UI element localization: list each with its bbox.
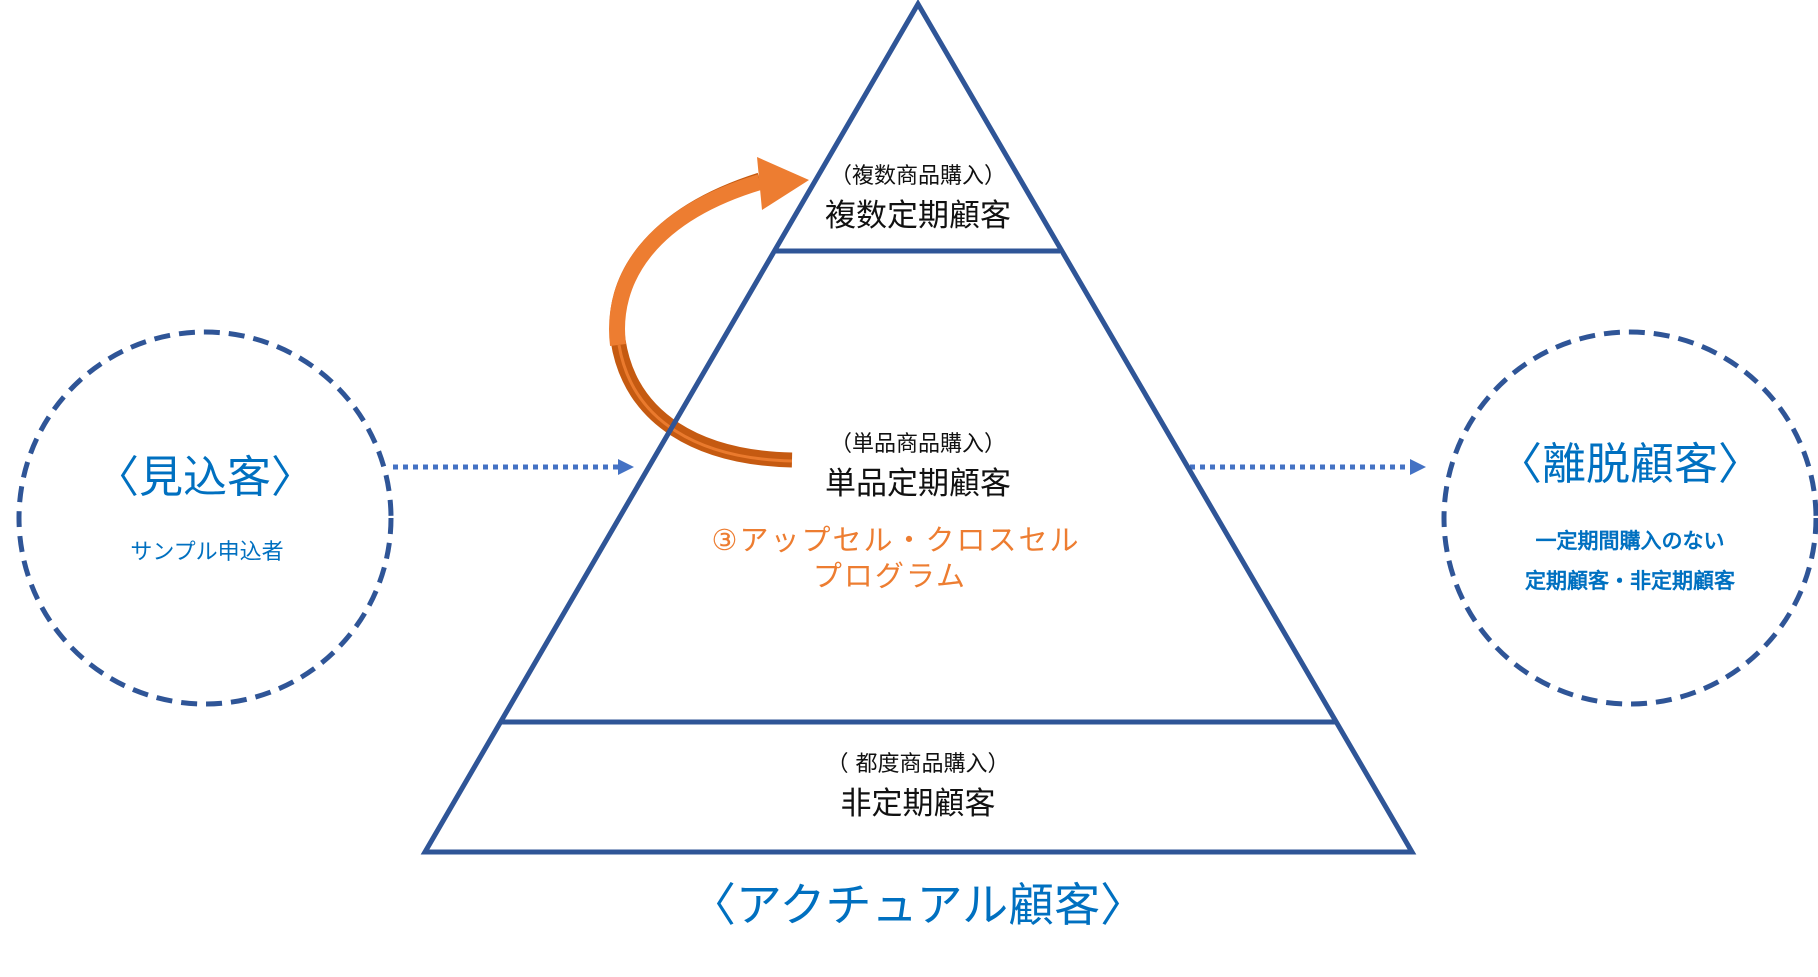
prospect-subtitle: サンプル申込者 xyxy=(130,540,284,565)
churned-title: 〈離脱顧客〉 xyxy=(1498,439,1762,490)
actual-to-churned-arrow xyxy=(1190,459,1426,475)
prospect-title: 〈見込客〉 xyxy=(95,452,315,503)
upsell-program-line1: ③アップセル・クロスセル xyxy=(711,523,1081,557)
actual-customers-label: 〈アクチュアル顧客〉 xyxy=(689,878,1147,932)
bottom-tier-main: 非定期顧客 xyxy=(840,786,996,822)
top-tier-main: 複数定期顧客 xyxy=(825,198,1011,234)
prospect-circle xyxy=(16,329,394,707)
pyramid-outline xyxy=(420,0,1417,855)
upsell-arrow-head xyxy=(757,157,809,210)
middle-tier-sub: （単品商品購入） xyxy=(829,432,1007,457)
top-tier-sub: （複数商品購入） xyxy=(829,164,1007,189)
middle-tier-main: 単品定期顧客 xyxy=(825,466,1011,502)
upsell-arrow xyxy=(609,157,809,468)
bottom-tier-sub: （ 都度商品購入） xyxy=(826,752,1010,777)
prospect-to-actual-arrow xyxy=(393,459,634,475)
upsell-program-line2: プログラム xyxy=(812,559,968,593)
churned-circle xyxy=(1441,329,1818,707)
churned-subtitle-line2: 定期顧客・非定期顧客 xyxy=(1525,569,1735,593)
pyramid xyxy=(420,0,1417,855)
churned-subtitle-line1: 一定期間購入のない xyxy=(1535,529,1725,553)
